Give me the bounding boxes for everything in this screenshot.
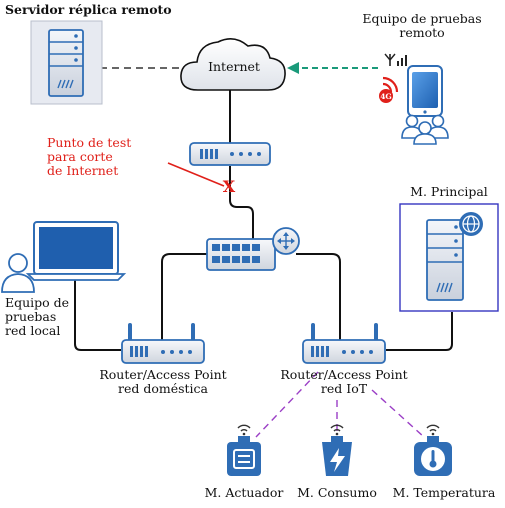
wifi-icon [426,424,440,436]
switch-home-link [161,253,207,340]
internet-router-icon [189,142,271,166]
test-point-pointer [167,162,225,187]
temperature-label: M. Temperatura [392,485,496,500]
globe-icon [459,212,483,236]
iot-router-label-1: Router/Access Point [280,367,408,382]
server-icon [48,29,84,97]
switch-iot-link [296,253,341,340]
home-router-label-2: red doméstica [117,381,208,396]
users-icon [401,114,449,145]
local-user-icon [1,253,35,293]
main-server [399,203,499,312]
remote-test-arrowhead [287,62,299,74]
main-iot-link [386,312,453,351]
consumption-label: M. Consumo [297,485,377,500]
local-test-label-2: pruebas [5,309,57,324]
home-router-label-1: Router/Access Point [99,367,227,382]
router-switch-link [229,166,254,240]
antenna-signal-icon [384,53,407,66]
remote-replica-label: Servidor réplica remoto [5,2,172,17]
remote-replica-server [30,20,103,105]
home-router-icon [121,323,205,364]
actuator-device [227,424,261,476]
local-test-laptop-icon [25,221,127,281]
lightning-icon [330,448,345,472]
test-point-label-3: de Internet [47,163,119,178]
connection-lines [74,62,453,438]
network-switch-icon [206,227,300,271]
actuator-icon [233,449,255,469]
4g-badge-text: 4G [380,92,392,101]
temperature-device [414,424,452,476]
laptop-home-link [74,278,121,351]
main-server-label: M. Principal [410,184,488,199]
consumption-device [322,424,352,476]
iot-router-label-2: red IoT [320,381,368,396]
iot-actuator-link [255,371,319,438]
remote-test-device: 4G [379,53,449,145]
wifi-icon [330,424,344,436]
local-test-label-1: Equipo de [5,295,70,310]
actuator-label: M. Actuador [204,485,284,500]
iot-temperature-link [371,389,425,438]
internet-label: Internet [208,59,260,74]
wifi-icon [237,424,251,436]
iot-router-icon [302,323,386,364]
server-icon [426,219,464,301]
thermometer-icon [421,447,445,471]
phone-icon [407,65,443,117]
test-point-label-1: Punto de test [47,135,132,150]
remote-test-title: Equipo de pruebas [362,11,482,26]
remote-test-subtitle: remoto [399,25,445,40]
internet-cloud-icon [180,38,286,91]
4g-badge-icon: 4G [379,89,393,103]
cut-point-marker: X [223,177,236,196]
test-point-label-2: para corte [47,149,113,164]
local-test-label-3: red local [5,323,61,338]
